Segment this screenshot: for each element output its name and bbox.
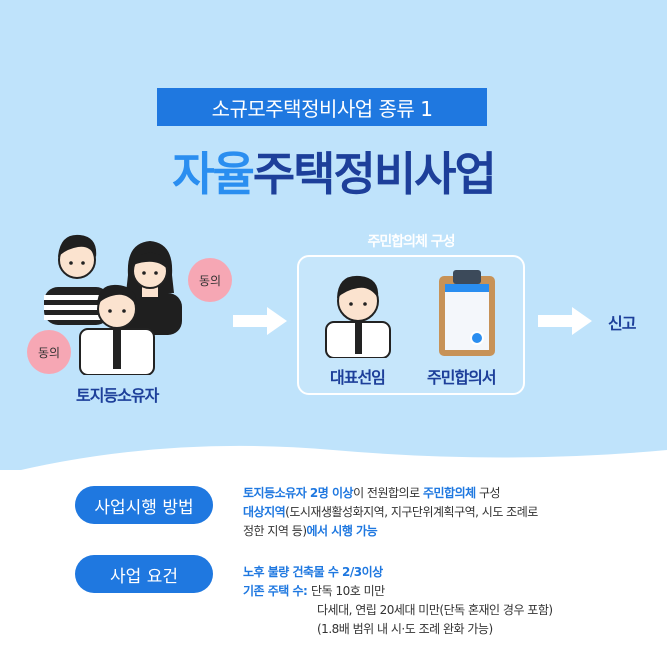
title-part-2: 주택정비사업 <box>252 147 497 201</box>
title-part-1: 자율 <box>172 147 255 201</box>
category-banner: 소규모주택정비사업 종류 1 <box>157 88 487 126</box>
method-pill: 사업시행 방법 <box>75 486 213 524</box>
representative-label: 대표선임 <box>330 368 386 387</box>
page-title: 자율주택정비사업 <box>0 138 667 204</box>
method-description: 토지등소유자 2명 이상이 전원합의로 주민합의체 구성 대상지역(도시재생활성… <box>243 486 538 538</box>
report-label: 신고 <box>608 314 636 333</box>
group-title: 주민합의체 구성 <box>367 234 455 250</box>
agreement-label: 주민합의서 <box>427 368 497 387</box>
arrow-right-icon <box>538 307 592 335</box>
requirements-pill: 사업 요건 <box>75 555 213 593</box>
clipboard-icon <box>439 270 495 356</box>
agree-bubble-2: 동의 <box>27 330 71 374</box>
owners-label: 토지등소유자 <box>76 386 159 405</box>
arrow-right-icon <box>233 307 287 335</box>
representative-icon <box>325 275 391 358</box>
requirements-description: 노후 불량 건축물 수 2/3이상 기존 주택 수: 단독 10호 미만 다세대… <box>243 565 553 636</box>
agree-bubble-1: 동의 <box>188 258 232 302</box>
owners-illustration-icon <box>44 234 182 375</box>
